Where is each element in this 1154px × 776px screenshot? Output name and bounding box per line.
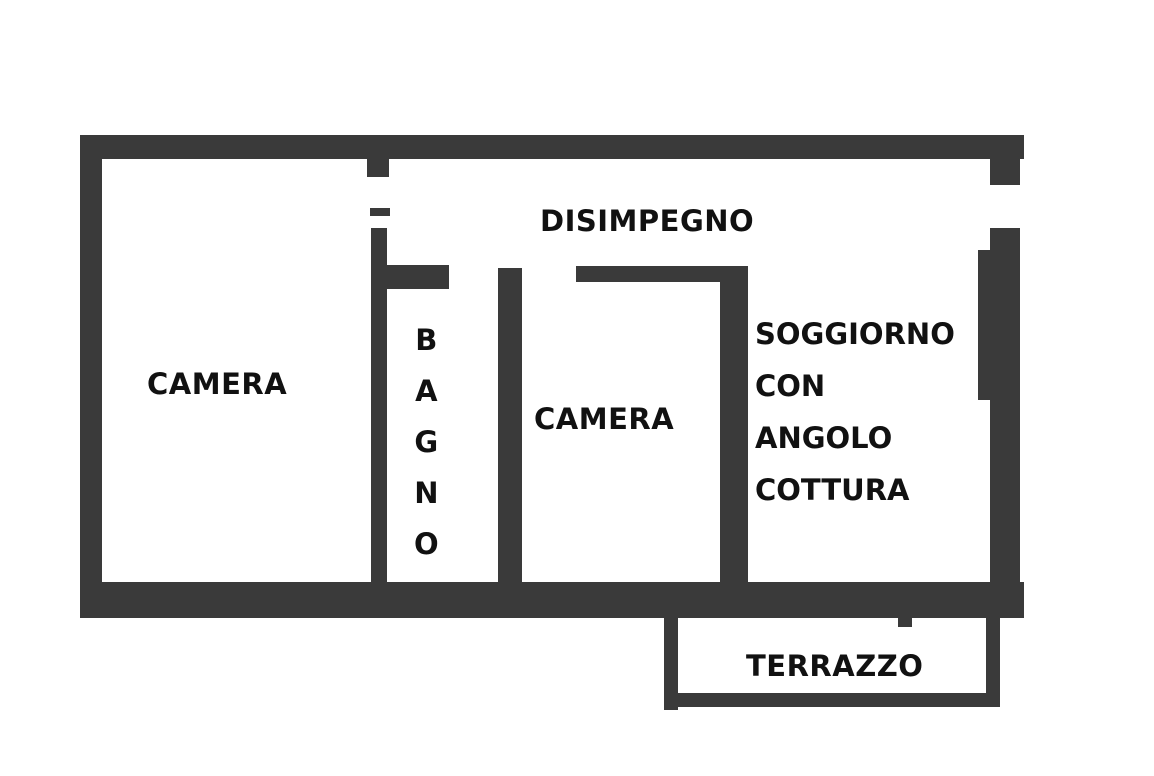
room-label-camera-left: CAMERA (147, 367, 288, 401)
outer-wall-right-upper (990, 135, 1020, 185)
outer-wall-top (80, 135, 1024, 159)
bagno-letter: A (415, 374, 438, 408)
terrazzo-door-post (898, 585, 912, 627)
wall-stub-top-left (367, 155, 389, 177)
bagno-letter: N (414, 476, 439, 510)
room-label-terrazzo: TERRAZZO (746, 649, 924, 683)
soggiorno-line: COTTURA (755, 473, 910, 507)
soggiorno-line: SOGGIORNO (755, 317, 955, 351)
wall-bagno-top (371, 265, 449, 289)
outer-wall-right (990, 228, 1020, 618)
terrazzo-wall-left (664, 610, 678, 710)
outer-wall-right-thick (978, 250, 992, 400)
soggiorno-line: CON (755, 369, 826, 403)
wall-camera-bagno (371, 228, 387, 600)
wall-tick (370, 208, 390, 216)
bagno-letter: B (415, 323, 438, 357)
room-label-soggiorno: SOGGIORNO CON ANGOLO COTTURA (755, 308, 955, 516)
terrazzo-wall-right (986, 610, 1000, 707)
room-label-bagno: B A G N O (414, 326, 439, 581)
room-label-disimpegno: DISIMPEGNO (540, 204, 755, 238)
room-label-camera-middle: CAMERA (534, 402, 675, 436)
wall-camera-soggiorno (720, 266, 748, 596)
outer-wall-left (80, 135, 102, 617)
soggiorno-line: ANGOLO (755, 421, 893, 455)
bagno-letter: G (414, 425, 439, 459)
outer-wall-bottom (80, 582, 1024, 618)
bagno-letter: O (414, 527, 439, 561)
terrazzo-wall-bottom (664, 693, 998, 707)
wall-camera-top (576, 266, 748, 282)
wall-bagno-camera (498, 268, 522, 598)
